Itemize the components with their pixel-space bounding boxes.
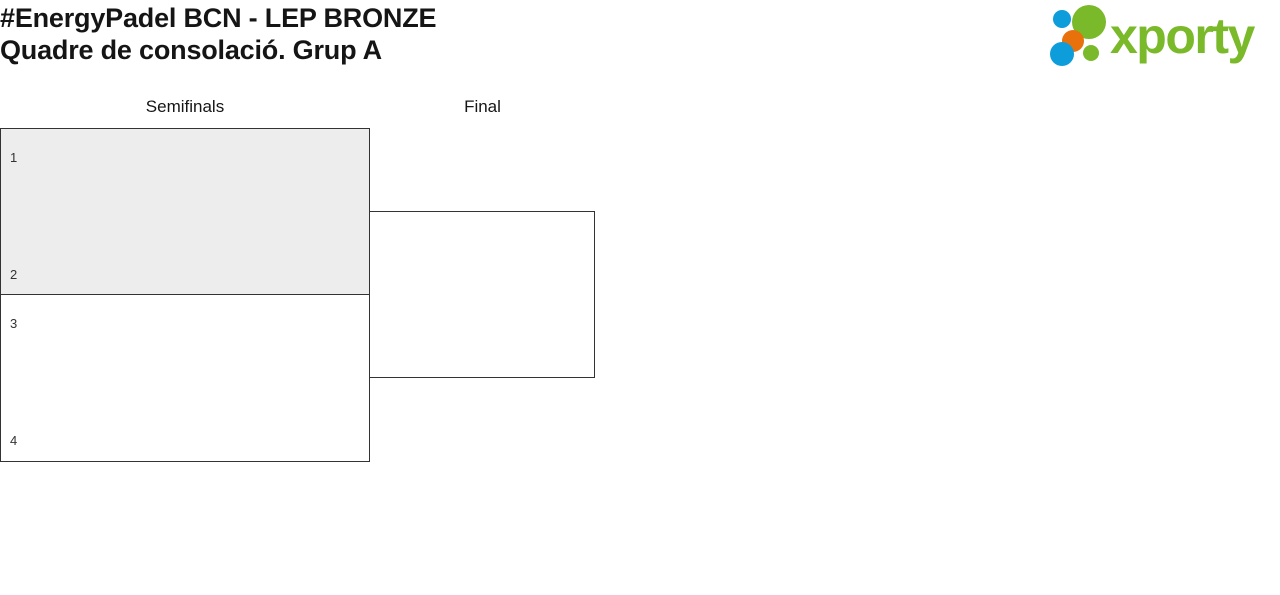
match-slot-top[interactable]: 3: [1, 295, 369, 378]
match-slot-top[interactable]: 1: [1, 129, 369, 212]
seed-number: 1: [10, 150, 18, 165]
match-semifinal-2[interactable]: 3 4: [0, 294, 370, 462]
xporty-logo[interactable]: xporty: [1046, 3, 1274, 71]
round-label-final: Final: [464, 97, 501, 116]
bracket-subtitle: Quadre de consolació. Grup A: [0, 35, 382, 65]
match-final[interactable]: [369, 211, 595, 378]
match-slot-bottom[interactable]: 2: [1, 212, 369, 295]
match-slot-bottom[interactable]: [370, 295, 594, 378]
page-title: #EnergyPadel BCN - LEP BRONZE Quadre de …: [0, 2, 900, 66]
bracket-container: Semifinals Final 1 2 3 4: [0, 90, 1280, 595]
seed-number: 3: [10, 316, 18, 331]
page-header: #EnergyPadel BCN - LEP BRONZE Quadre de …: [0, 0, 1280, 80]
match-semifinal-1[interactable]: 1 2: [0, 128, 370, 295]
match-slot-bottom[interactable]: 4: [1, 378, 369, 461]
seed-number: 2: [10, 266, 18, 282]
xporty-logo-dots-icon: [1050, 5, 1106, 66]
tournament-name: #EnergyPadel BCN - LEP BRONZE: [0, 3, 437, 33]
round-label-semifinals: Semifinals: [145, 97, 225, 116]
match-slot-top[interactable]: [370, 212, 594, 295]
xporty-wordmark: xporty: [1110, 8, 1255, 64]
seed-number: 4: [10, 433, 18, 448]
